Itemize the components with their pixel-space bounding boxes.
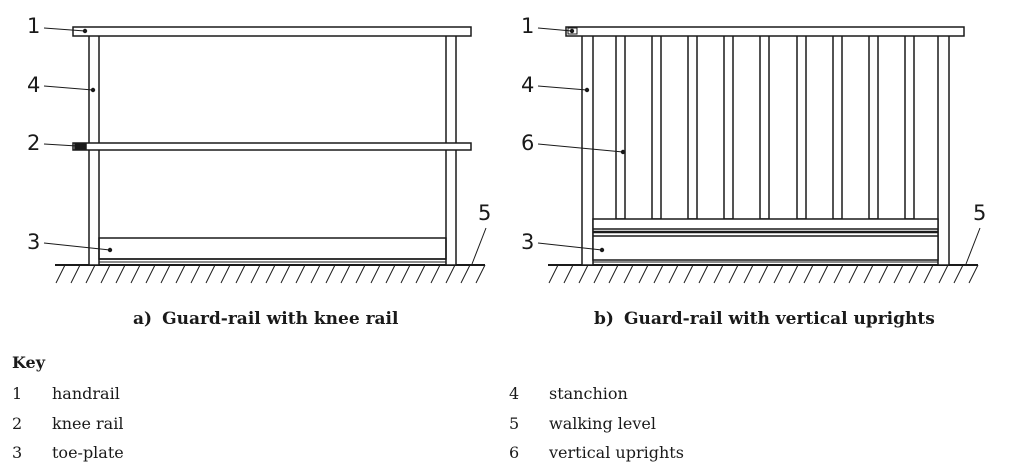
knee-rail-a <box>72 142 472 151</box>
key-item-number: 4 <box>509 384 520 403</box>
caption-a-text: Guard-rail with knee rail <box>162 309 399 329</box>
callout-b-walking-level: 5 <box>973 201 986 225</box>
callout-a-toe-plate: 3 <box>27 230 40 254</box>
vertical-upright <box>796 34 807 220</box>
callout-a-walking-level: 5 <box>478 201 491 225</box>
toe-plate-a <box>98 237 447 263</box>
key-item-number: 1 <box>12 384 23 403</box>
key-item-label: vertical uprights <box>549 443 684 462</box>
key-item-label: toe-plate <box>52 443 124 462</box>
callout-a-knee-rail: 2 <box>27 131 40 155</box>
key-item-number: 5 <box>509 414 520 433</box>
callout-b-toe-plate: 3 <box>521 230 534 254</box>
walking-level-b <box>548 264 979 284</box>
key-item-label: handrail <box>52 384 120 403</box>
vertical-uprights <box>615 34 915 220</box>
vertical-upright <box>868 34 879 220</box>
stanchion-left-b <box>581 34 594 266</box>
handrail-a <box>72 26 472 37</box>
walking-level-a <box>55 264 486 284</box>
vertical-upright <box>904 34 915 220</box>
caption-b: b) Guard-rail with vertical uprights <box>594 309 935 329</box>
callout-a-handrail: 1 <box>27 14 40 38</box>
vertical-upright <box>759 34 770 220</box>
vertical-upright <box>832 34 843 220</box>
toe-plate-b <box>592 218 939 263</box>
callout-a-stanchion: 4 <box>27 73 40 97</box>
callout-b-stanchion: 4 <box>521 73 534 97</box>
callout-b-handrail: 1 <box>521 14 534 38</box>
key-item-number: 2 <box>12 414 23 433</box>
key-item-number: 3 <box>12 443 23 462</box>
caption-a-sublabel: a) <box>133 309 153 329</box>
stanchion-right-b <box>937 34 950 266</box>
figure-a-drawing <box>43 26 487 284</box>
key-item-label: walking level <box>549 414 657 433</box>
caption-b-sublabel: b) <box>594 309 614 329</box>
guard-rail-figures: 1 4 2 3 5 1 4 6 3 5 <box>27 14 986 284</box>
callout-b-vertical-uprights: 6 <box>521 131 534 155</box>
key-item-label: knee rail <box>52 414 124 433</box>
figure-b-drawing <box>537 26 981 284</box>
key-item-label: stanchion <box>549 384 628 403</box>
caption-b-text: Guard-rail with vertical uprights <box>623 309 935 329</box>
vertical-upright <box>651 34 662 220</box>
vertical-upright <box>687 34 698 220</box>
vertical-upright <box>615 34 626 220</box>
key-title: Key <box>12 353 46 372</box>
vertical-upright <box>723 34 734 220</box>
handrail-b <box>565 26 965 37</box>
caption-a: a) Guard-rail with knee rail <box>133 309 398 329</box>
key-item-number: 6 <box>509 443 520 462</box>
